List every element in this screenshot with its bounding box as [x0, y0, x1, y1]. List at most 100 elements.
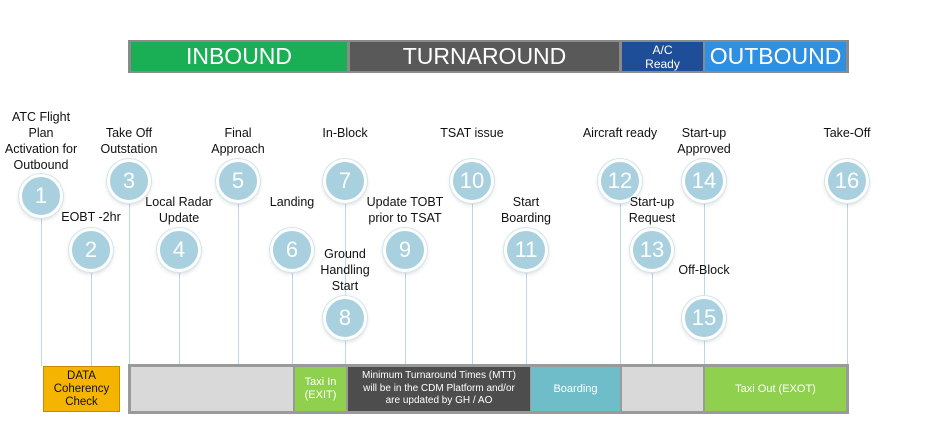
milestone-label-16: Take-Off: [792, 125, 902, 141]
connector-line: [472, 198, 473, 366]
phase-turnaround: TURNAROUND: [350, 42, 619, 71]
milestone-circle-11: 11: [504, 228, 548, 272]
milestone-circle-5: 5: [216, 159, 260, 203]
connector-line: [847, 198, 848, 366]
connector-line: [129, 198, 130, 366]
milestone-label-15: Off-Block: [649, 262, 759, 278]
phase-inbound-label: INBOUND: [185, 43, 293, 69]
phase-ac-ready: A/C Ready: [622, 42, 703, 71]
taxi-in-box: Taxi In (EXIT): [295, 367, 346, 411]
milestone-label-line: Update TOBT: [366, 195, 444, 209]
connector-line: [526, 268, 527, 366]
milestone-label-line: ATC Flight: [11, 110, 71, 124]
milestone-label-9: Update TOBT prior to TSAT: [350, 194, 460, 226]
taxi-in-line1: Taxi In: [304, 376, 337, 388]
phase-ac-ready-line1: A/C: [652, 42, 673, 57]
milestone-label-line: Update: [158, 211, 200, 225]
phase-outbound-label: OUTBOUND: [709, 43, 842, 69]
milestone-circle-14: 14: [682, 159, 726, 203]
milestone-label-12: Aircraft ready: [565, 125, 675, 141]
taxi-out-box: Taxi Out (EXOT): [705, 367, 846, 411]
mtt-box: Minimum Turnaround Times (MTT) will be i…: [348, 367, 530, 411]
connector-line: [704, 336, 705, 366]
milestone-label-line: Start-up: [681, 126, 727, 140]
milestone-label-2: EOBT -2hr: [36, 209, 146, 225]
connector-line: [41, 213, 42, 366]
milestone-label-line: Off-Block: [678, 263, 730, 277]
connector-line: [292, 268, 293, 366]
milestone-label-line: Outstation: [100, 142, 158, 156]
boarding-box: Boarding: [531, 367, 620, 411]
milestone-circle-2: 2: [69, 228, 113, 272]
milestone-label-line: Boarding: [500, 211, 552, 225]
milestone-label-line: Local Radar: [145, 195, 213, 209]
data-coherency-line3: Check: [65, 395, 98, 408]
milestone-circle-4: 4: [157, 228, 201, 272]
milestone-label-line: Outbound: [13, 158, 69, 172]
milestone-label-line: Final: [224, 126, 252, 140]
milestone-label-line: Approach: [211, 142, 265, 156]
taxi-out-label: Taxi Out (EXOT): [735, 382, 816, 395]
connector-line: [238, 198, 239, 366]
milestone-label-line: Approved: [677, 142, 731, 156]
mtt-line3: are updated by GH / AO: [385, 395, 493, 407]
milestone-circle-1: 1: [19, 174, 63, 218]
milestone-label-10: TSAT issue: [417, 125, 527, 141]
milestone-label-6: Landing: [237, 194, 347, 210]
milestone-circle-3: 3: [107, 159, 151, 203]
mtt-line1: Minimum Turnaround Times (MTT): [362, 370, 516, 382]
milestone-label-line: Start-up: [629, 195, 675, 209]
phase-inbound: INBOUND: [131, 42, 347, 71]
connector-line: [91, 268, 92, 366]
milestone-circle-8: 8: [323, 296, 367, 340]
milestone-circle-13: 13: [630, 228, 674, 272]
milestone-circle-9: 9: [383, 228, 427, 272]
milestone-label-line: In-Block: [322, 126, 368, 140]
milestone-label-line: Start: [331, 279, 359, 293]
connector-line: [345, 198, 346, 300]
connector-line: [345, 336, 346, 366]
data-coherency-line1: DATA: [67, 369, 96, 382]
data-coherency-line2: Coherency: [53, 382, 110, 395]
milestone-label-line: Request: [628, 211, 676, 225]
boarding-label: Boarding: [553, 382, 598, 395]
milestone-label-line: Take-Off: [823, 126, 871, 140]
milestone-circle-16: 16: [825, 159, 869, 203]
milestone-label-line: Take Off: [105, 126, 153, 140]
phase-ac-ready-line2: Ready: [645, 56, 680, 71]
milestone-label-line: TSAT issue: [440, 126, 504, 140]
phase-outbound: OUTBOUND: [705, 42, 846, 71]
taxi-in-line2: (EXIT): [304, 389, 337, 401]
connector-line: [405, 268, 406, 366]
ac-ready-segment-box: [622, 367, 703, 411]
milestone-label-line: Handling: [320, 263, 370, 277]
connector-line: [620, 198, 621, 366]
milestone-label-line: Aircraft ready: [582, 126, 658, 140]
mtt-line2: will be in the CDM Platform and/or: [363, 382, 515, 394]
milestone-circle-6: 6: [270, 228, 314, 272]
phase-turnaround-label: TURNAROUND: [402, 43, 567, 69]
milestone-label-line: Activation for: [4, 142, 78, 156]
milestone-label-line: Plan: [28, 126, 54, 140]
connector-line: [179, 268, 180, 366]
milestone-circle-10: 10: [450, 159, 494, 203]
connector-line: [704, 198, 705, 300]
data-coherency-box: DATA Coherency Check: [43, 366, 120, 412]
milestone-label-7: In-Block: [290, 125, 400, 141]
milestone-label-line: Start: [512, 195, 540, 209]
milestone-label-line: Ground: [324, 247, 366, 261]
milestone-label-line: prior to TSAT: [368, 211, 442, 225]
connector-line: [652, 268, 653, 366]
milestone-label-line: EOBT -2hr: [61, 210, 121, 224]
milestone-circle-15: 15: [682, 296, 726, 340]
milestone-circle-12: 12: [598, 159, 642, 203]
